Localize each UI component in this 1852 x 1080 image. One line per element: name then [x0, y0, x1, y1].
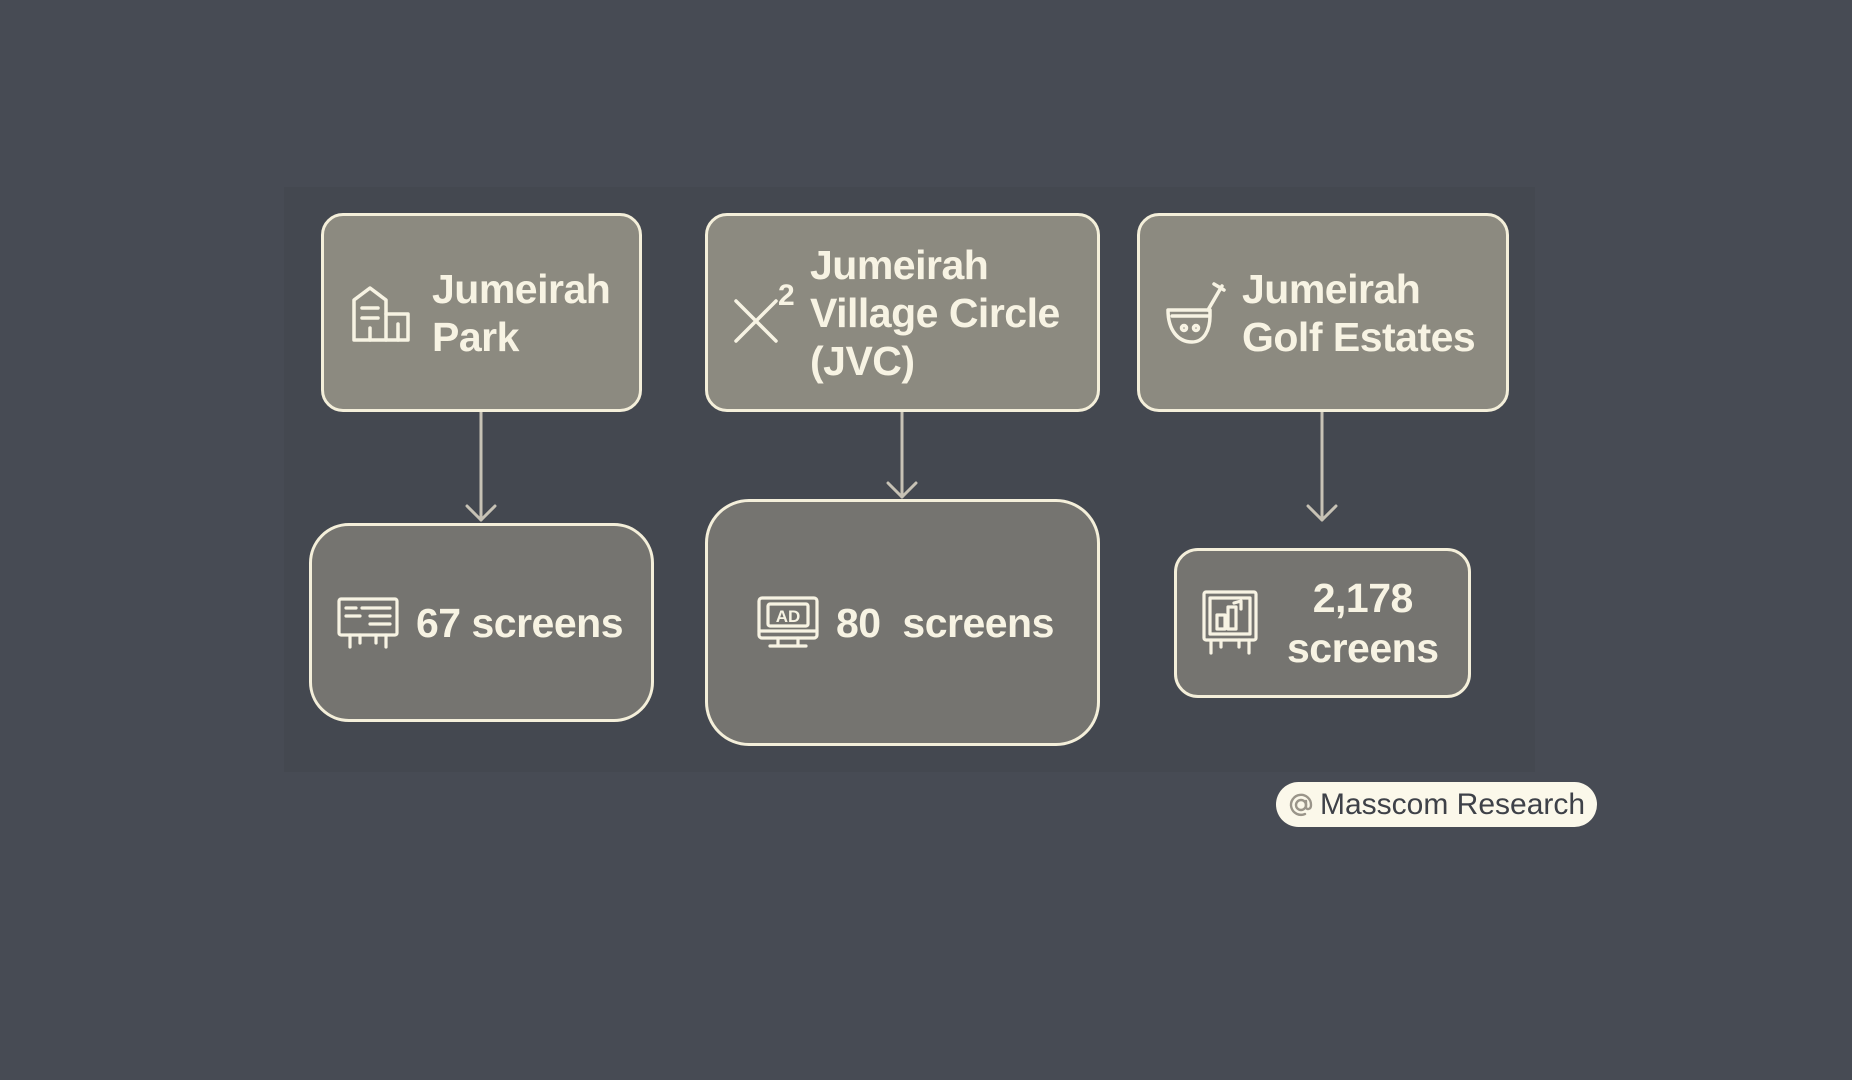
area-label-line: (JVC): [810, 337, 915, 384]
screens-box-jvc: AD 80 screens: [705, 499, 1100, 746]
screen-count: 80 screens: [836, 599, 1054, 646]
ad-monitor-icon: AD: [757, 595, 819, 648]
svg-text:2: 2: [778, 279, 795, 312]
x-squared-icon: 2: [734, 279, 795, 343]
screen-count: 67 screens: [416, 599, 624, 646]
area-label-line: Park: [432, 313, 519, 360]
area-label: Jumeirah Golf Estates: [1242, 265, 1476, 361]
area-box-jvc: 2 Jumeirah Village Circle (JVC): [705, 213, 1100, 412]
area-box-jumeirah-park: Jumeirah Park: [321, 213, 642, 412]
area-label-line: Jumeirah: [432, 265, 611, 312]
area-label-line: Village Circle: [810, 289, 1060, 336]
credit-badge: Masscom Research: [1276, 782, 1597, 827]
area-label-line: Jumeirah: [1242, 265, 1421, 312]
area-label: Jumeirah Village Circle (JVC): [810, 241, 1060, 385]
golf-icon: [1166, 281, 1226, 344]
area-box-jumeirah-golf-estates: Jumeirah Golf Estates: [1137, 213, 1509, 412]
at-icon: [1289, 793, 1313, 816]
arrow-golf: [1306, 410, 1338, 522]
screens-box-jumeirah-golf-estates: 2,178 screens: [1174, 548, 1471, 698]
screens-box-jumeirah-park: 67 screens: [309, 523, 654, 722]
arrow-park: [465, 410, 497, 522]
svg-text:AD: AD: [776, 607, 801, 626]
billboard-icon: [337, 596, 399, 649]
area-label-line: Jumeirah: [810, 241, 989, 288]
area-label-line: Golf Estates: [1242, 313, 1476, 360]
building-icon: [352, 285, 410, 342]
area-label: Jumeirah Park: [432, 265, 611, 361]
billboard-chart-icon: [1202, 590, 1258, 655]
arrow-jvc: [886, 410, 918, 499]
screen-count: 2,178 screens: [1287, 575, 1439, 671]
credit-text: Masscom Research: [1320, 787, 1586, 821]
